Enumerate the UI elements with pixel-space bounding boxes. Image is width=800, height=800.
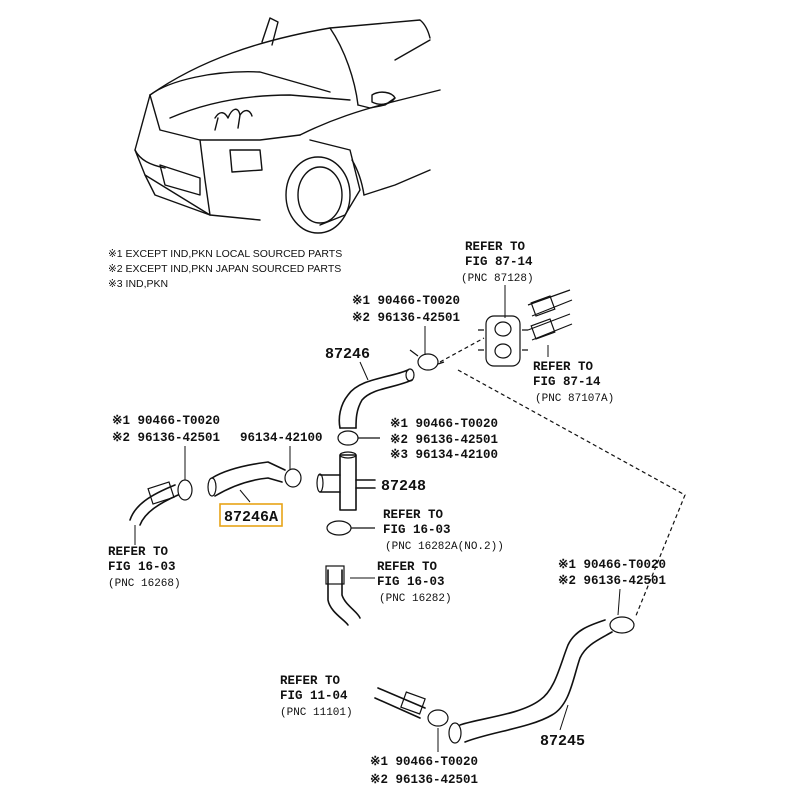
clamp-center-l3: ※3 96134-42100 — [390, 447, 498, 462]
refer-mid2-line2: FIG 16-03 — [377, 575, 445, 589]
clamp-lower-right-l2: ※2 96136-42501 — [558, 573, 666, 588]
clamp-left-l2: ※2 96136-42501 — [112, 430, 220, 445]
highlight-box-87246A — [219, 503, 283, 527]
clamp-lower-right-l1: ※1 90466-T0020 — [558, 557, 666, 572]
refer-left-line2: FIG 16-03 — [108, 560, 176, 574]
part-87245-label: 87245 — [540, 733, 585, 750]
clamp-top-l2: ※2 96136-42501 — [352, 310, 460, 325]
route-dash-2 — [457, 369, 686, 619]
refer-bottom-line3: (PNC 11101) — [280, 707, 353, 719]
clamp-bottom-l1: ※1 90466-T0020 — [370, 754, 478, 769]
refer-top-line2: FIG 87-14 — [465, 255, 533, 269]
hose-clamp-lower-right — [609, 616, 635, 634]
note-3: ※3 IND,PKN — [108, 278, 168, 290]
pipe-bottom — [374, 687, 426, 719]
hose-clamp-left — [177, 479, 193, 501]
car-illustration — [134, 17, 441, 234]
clamp-bottom-l2: ※2 96136-42501 — [370, 772, 478, 787]
pipe-left — [129, 484, 179, 526]
hose-87246 — [338, 369, 413, 429]
refer-mid1-line2: FIG 16-03 — [383, 523, 451, 537]
route-dash-1 — [439, 337, 485, 363]
note-1: ※1 EXCEPT IND,PKN LOCAL SOURCED PARTS — [108, 248, 342, 260]
refer-mid2-line3: (PNC 16282) — [379, 593, 452, 605]
hose-clamp-lower-center — [326, 520, 375, 536]
refer-mid1-line1: REFER TO — [383, 508, 444, 522]
clamp-center-l1: ※1 90466-T0020 — [390, 416, 498, 431]
note-2: ※2 EXCEPT IND,PKN JAPAN SOURCED PARTS — [108, 263, 341, 275]
refer-mid1-line3: (PNC 16282A(NO.2)) — [385, 541, 504, 553]
refer-top-line3: (PNC 87128) — [461, 273, 534, 285]
part-87246-label: 87246 — [325, 346, 370, 363]
refer-right-line2: FIG 87-14 — [533, 375, 601, 389]
clamp-left-l3: 96134-42100 — [240, 431, 323, 445]
grommet-bracket — [478, 315, 528, 367]
hose-87245 — [459, 619, 613, 743]
hose-clamp-bottom — [427, 709, 449, 727]
part-87248-label: 87248 — [381, 478, 426, 495]
refer-left-line3: (PNC 16268) — [108, 578, 181, 590]
hose-clamp-top — [409, 349, 445, 371]
hose-clamp-left-2 — [284, 468, 302, 488]
t-joint-87248 — [316, 451, 376, 511]
refer-mid2-line1: REFER TO — [377, 560, 438, 574]
refer-bottom-line1: REFER TO — [280, 674, 341, 688]
clamp-center-l2: ※2 96136-42501 — [390, 432, 498, 447]
refer-right-line1: REFER TO — [533, 360, 594, 374]
refer-top-line1: REFER TO — [465, 240, 526, 254]
part-87246A-label: 87246A — [224, 509, 278, 526]
refer-left-line1: REFER TO — [108, 545, 169, 559]
clamp-left-l1: ※1 90466-T0020 — [112, 413, 220, 428]
refer-bottom-line2: FIG 11-04 — [280, 689, 348, 703]
refer-right-line3: (PNC 87107A) — [535, 393, 614, 405]
clamp-top-l1: ※1 90466-T0020 — [352, 293, 460, 308]
heater-pipes-upper-right — [527, 289, 573, 341]
hose-87246A — [211, 461, 286, 497]
pipe-lower-center — [327, 569, 361, 626]
hose-clamp-center — [337, 430, 380, 446]
